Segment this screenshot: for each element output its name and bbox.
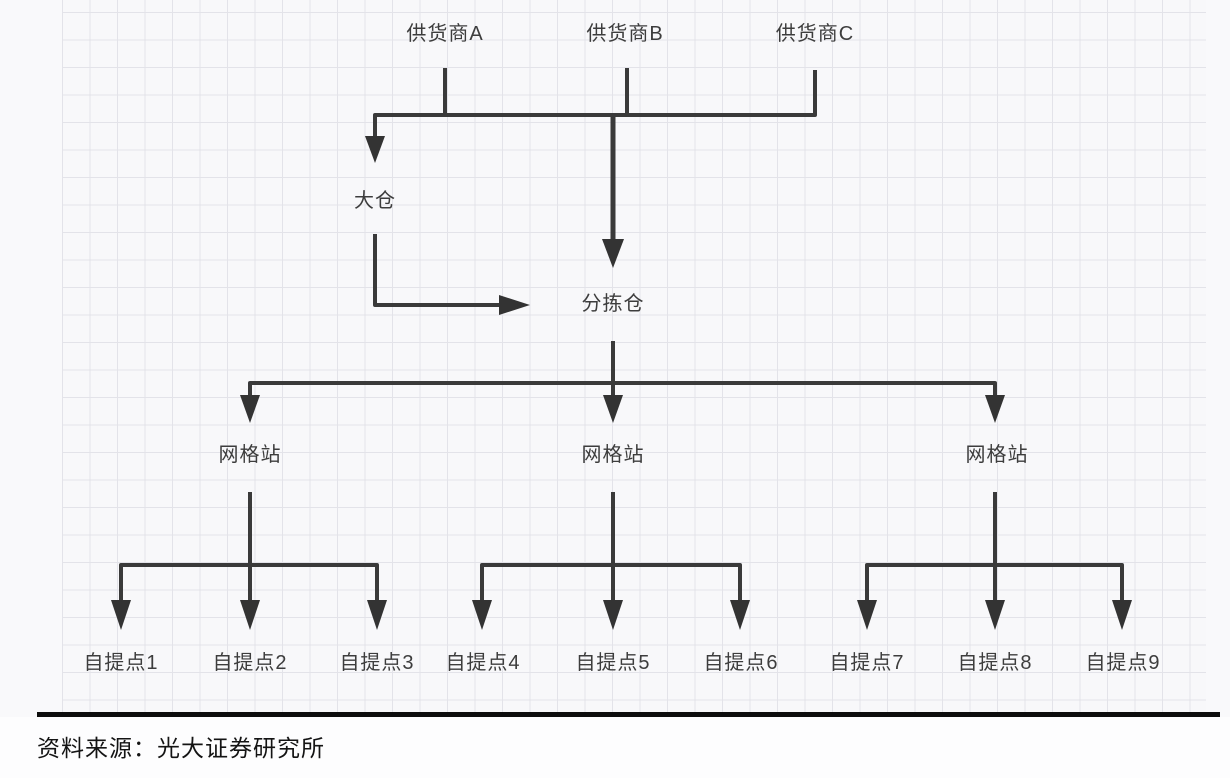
pickup-point-8-label: 自提点8 <box>957 652 1033 674</box>
arrowhead-to-grid-station-1 <box>240 395 260 423</box>
station-3-branch-line <box>865 563 1124 602</box>
elbow-line <box>373 234 500 307</box>
pickup-point-1-label: 自提点1 <box>83 652 159 674</box>
supplier-c-label: 供货商C <box>775 23 855 45</box>
sorting-warehouse-label: 分拣仓 <box>581 293 645 315</box>
arrowhead-to-pickup-1 <box>111 600 131 630</box>
station-1-branch-line <box>119 563 379 602</box>
arrowhead-to-grid-station-3 <box>985 395 1005 423</box>
pickup-point-5-label: 自提点5 <box>575 652 651 674</box>
grid-station-3-label: 网格站 <box>965 444 1029 466</box>
pickup-point-2-label: 自提点2 <box>212 652 288 674</box>
footer-area: 资料来源：光大证券研究所 <box>0 712 1230 778</box>
arrowhead-to-big-warehouse <box>365 136 385 163</box>
arrowhead-to-pickup-3 <box>367 600 387 630</box>
supplier-c-and-bus-line <box>373 70 817 138</box>
grid-station-2-label: 网格站 <box>581 444 645 466</box>
connector-suppliers-bus <box>365 68 817 163</box>
connector-sorting-to-grid-stations <box>240 341 1005 423</box>
grid-background <box>62 0 1206 716</box>
pickup-point-4-label: 自提点4 <box>445 652 521 674</box>
arrow-big-warehouse-to-sorting <box>373 234 530 315</box>
arrowhead-to-pickup-2 <box>240 600 260 630</box>
arrowhead-to-pickup-5 <box>603 600 623 630</box>
arrowhead-to-pickup-4 <box>472 600 492 630</box>
big-warehouse-label: 大仓 <box>354 190 396 212</box>
grid-station-1-label: 网格站 <box>218 444 282 466</box>
separator-rule <box>37 712 1220 717</box>
arrowhead-to-pickup-8 <box>985 600 1005 630</box>
arrowhead-to-pickup-6 <box>730 600 750 630</box>
connector-grid-station-3-to-pickups <box>857 492 1132 630</box>
arrow-bus-to-sorting-warehouse <box>602 117 624 268</box>
supplier-a-label: 供货商A <box>406 23 484 45</box>
arrowhead-to-pickup-7 <box>857 600 877 630</box>
connector-grid-station-1-to-pickups <box>111 492 387 630</box>
arrowhead-to-sorting-warehouse <box>602 239 624 268</box>
arrowhead-to-pickup-9 <box>1112 600 1132 630</box>
arrowhead-right-to-sorting <box>499 295 530 315</box>
pickup-point-9-label: 自提点9 <box>1085 652 1161 674</box>
source-attribution: 资料来源：光大证券研究所 <box>37 735 325 761</box>
pickup-point-3-label: 自提点3 <box>339 652 415 674</box>
arrowhead-to-grid-station-2 <box>603 395 623 423</box>
connector-grid-station-2-to-pickups <box>472 492 750 630</box>
pickup-point-7-label: 自提点7 <box>829 652 905 674</box>
station-2-branch-line <box>480 563 742 602</box>
pickup-point-6-label: 自提点6 <box>703 652 779 674</box>
supplier-b-label: 供货商B <box>586 23 664 45</box>
grid-station-distribution-line <box>248 381 997 398</box>
